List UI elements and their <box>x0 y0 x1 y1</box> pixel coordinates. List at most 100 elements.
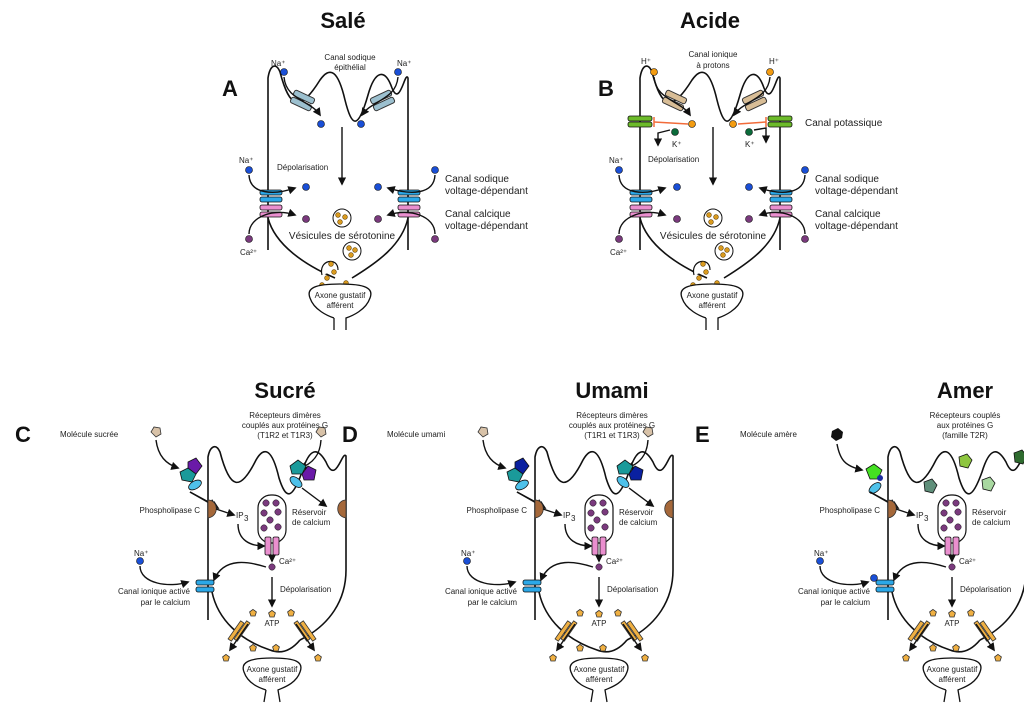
atp-molecule <box>272 644 280 652</box>
cell-base <box>891 591 981 653</box>
atp-molecule <box>268 610 276 618</box>
depolarisation-label: Dépolarisation <box>280 585 331 594</box>
ca-ion <box>587 524 595 532</box>
epithelial-channel-label: épithélial <box>334 63 366 72</box>
ca-ion <box>954 523 962 531</box>
calcium-activated-channel <box>195 579 215 586</box>
atp-molecule <box>641 654 649 662</box>
calcium-channel-label: par le calcium <box>468 598 518 607</box>
atp-molecule <box>249 609 257 617</box>
receptor-label: couplés aux protéines G <box>569 421 655 430</box>
ca-ion <box>266 516 274 524</box>
na-ion-label: Na⁺ <box>134 549 148 558</box>
arrow <box>229 623 249 652</box>
g-protein <box>868 482 882 494</box>
arrow <box>892 561 947 582</box>
ca-ion <box>595 563 603 571</box>
ca-ion <box>601 508 609 516</box>
molecule-label: Molécule amère <box>740 430 797 439</box>
ca-ion <box>302 215 310 223</box>
na-ion <box>136 557 144 565</box>
phospholipase-c-icon <box>534 499 544 519</box>
ca-ion-label: Ca²⁺ <box>606 557 623 566</box>
serotonin-vesicle <box>703 208 723 228</box>
potassium-channel <box>767 115 793 122</box>
ca-ion <box>262 499 270 507</box>
receptor-label: Récepteurs dimères <box>576 411 648 420</box>
k-ion <box>745 128 753 136</box>
g-protein <box>616 476 630 488</box>
ip3-receptor-channel <box>264 536 272 556</box>
afferent-axon <box>680 283 744 330</box>
phospholipase-label: Phospholipase C <box>467 506 528 515</box>
receptor-label: Récepteurs dimères <box>249 411 321 420</box>
ca-ion <box>587 509 595 517</box>
ip3-receptor-channel <box>591 536 599 556</box>
panel-letter: A <box>222 76 238 101</box>
panel-letter: D <box>342 422 358 447</box>
ca-ion <box>954 508 962 516</box>
ca-ion <box>601 523 609 531</box>
vesicles-label: Vésicules de sérotonine <box>289 231 396 242</box>
receptor-subunit <box>506 467 524 483</box>
h-ion <box>688 120 696 128</box>
axon-label: Axone gustatif <box>247 665 298 674</box>
atp-molecule <box>967 609 975 617</box>
panel-letter: B <box>598 76 614 101</box>
cell-base <box>211 591 301 653</box>
ca-ion <box>274 523 282 531</box>
atp-molecule <box>948 610 956 618</box>
ca-ion <box>952 499 960 507</box>
cell-membrane <box>267 65 409 250</box>
arrow <box>819 565 870 589</box>
vesicles-label: Vésicules de sérotonine <box>660 231 767 242</box>
arrow <box>466 565 517 589</box>
h-ion <box>729 120 737 128</box>
atp-molecule <box>902 654 910 662</box>
axon-label: afférent <box>586 675 614 684</box>
serotonin-vesicle <box>714 241 734 261</box>
receptor-subunit <box>616 459 634 475</box>
panel-letter: E <box>695 422 710 447</box>
receptor-label: Récepteurs couplés <box>930 411 1001 420</box>
ca-ion-label: Ca²⁺ <box>610 248 627 257</box>
na-vd-channel-label: Canal sodique <box>815 174 879 185</box>
atp-molecule <box>952 644 960 652</box>
phospholipase-label: Phospholipase C <box>140 506 201 515</box>
atp-molecule <box>249 644 257 652</box>
serotonin-vesicle <box>342 241 362 261</box>
voltage-gated-calcium-channel <box>629 204 653 211</box>
inhibition-line <box>737 121 767 125</box>
ip3-subscript: 3 <box>571 514 576 523</box>
inhibition-line <box>653 121 689 125</box>
na-ion-label: Na⁺ <box>814 549 828 558</box>
panel-title: Sucré <box>254 378 315 403</box>
arrow <box>295 623 315 652</box>
ca-ion-label: Ca²⁺ <box>959 557 976 566</box>
arrow <box>542 508 563 517</box>
arrow <box>139 565 190 589</box>
ca-vd-channel-label: Canal calcique <box>445 209 511 220</box>
arrow <box>539 561 594 582</box>
arrow <box>836 443 864 473</box>
h-ion-label: H⁺ <box>769 57 779 66</box>
panel-salty: Salé A Canal sodique épithélial Na⁺ Na⁺ … <box>222 8 528 330</box>
phospholipase-c-icon <box>664 499 674 519</box>
bitter-receptor <box>865 463 883 480</box>
bitter-molecule <box>831 428 843 441</box>
tastant-molecule <box>150 426 162 438</box>
atp-channel <box>907 620 925 642</box>
receptor-label: (T1R1 et T1R3) <box>584 431 640 440</box>
afferent-axon <box>308 283 372 330</box>
serotonin-vesicle <box>332 208 352 228</box>
calcium-channel-label: Canal ionique activé <box>118 587 191 596</box>
ip3-subscript: 3 <box>244 514 249 523</box>
atp-label: ATP <box>945 619 960 628</box>
atp-molecule <box>287 609 295 617</box>
arrow <box>622 623 642 652</box>
ca-ion <box>940 509 948 517</box>
reservoir-label: Réservoir <box>292 508 327 517</box>
bitter-receptor <box>1013 449 1024 465</box>
